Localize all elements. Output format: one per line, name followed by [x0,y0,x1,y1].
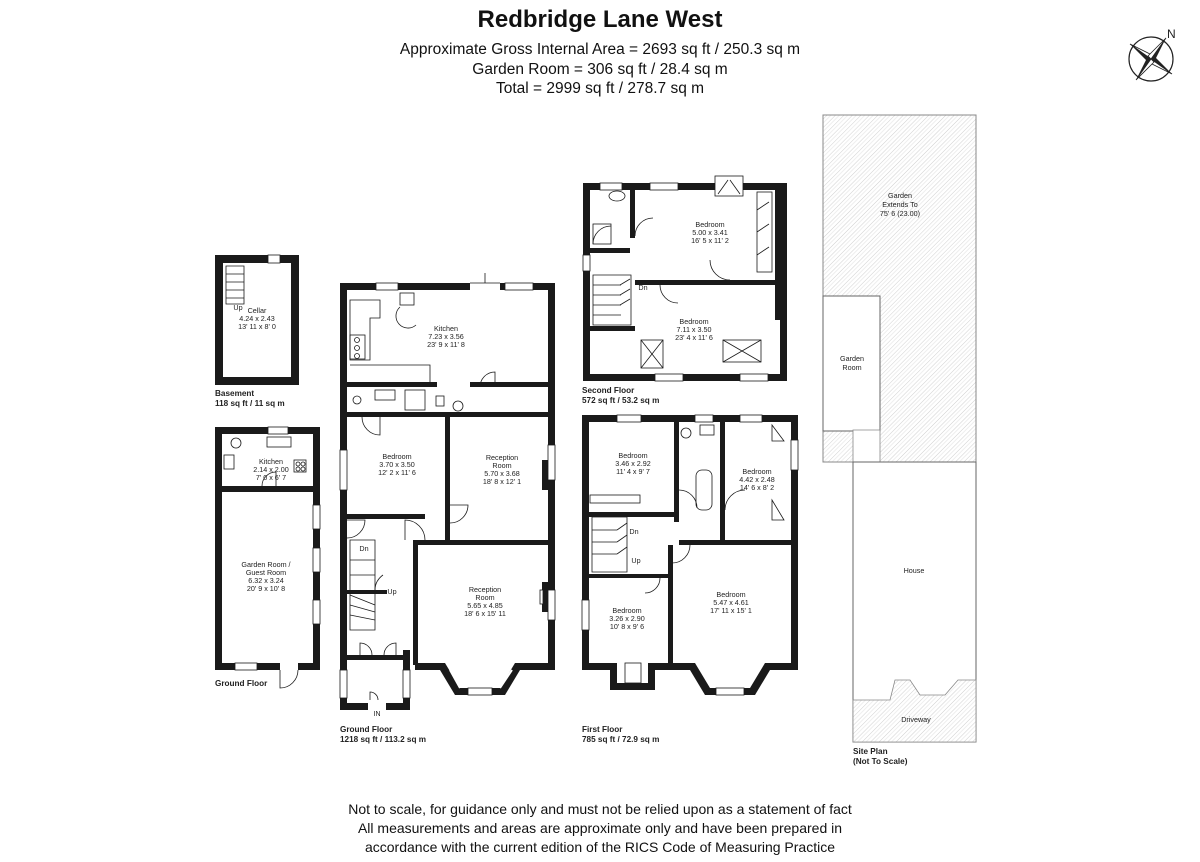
site-garden-line1: Garden [888,191,912,200]
page-title: Redbridge Lane West [477,6,723,33]
first-floor-area: 785 sq ft / 72.9 sq m [582,735,659,744]
g-bedroom-name: Bedroom [382,452,411,461]
second-floor-plan: Dn Bedroom 5.00 x 3.41 16' 5 x 11' 2 Bed… [582,175,787,382]
outbuilding-label: Ground Floor [215,679,268,688]
reception1-name2: Room [492,461,511,470]
s-bedroom1-imperial: 16' 5 x 11' 2 [691,236,729,245]
cellar-name: Cellar [248,306,267,315]
reception1-metric: 5.70 x 3.68 [484,469,520,478]
f-bedroom4-imperial: 10' 8 x 9' 6 [610,622,644,631]
kitchen-metric: 7.23 x 3.56 [428,332,464,341]
disclaimer-line1: Not to scale, for guidance only and must… [348,801,852,817]
disclaimer: Not to scale, for guidance only and must… [0,800,1200,857]
second-stair-down: Dn [638,283,647,292]
gardenroom-imperial: 20' 9 x 10' 8 [247,584,285,593]
second-floor-area: 572 sq ft / 53.2 sq m [582,396,659,405]
first-floor-label: First Floor [582,725,623,734]
first-stair-up: Up [631,556,640,565]
second-floor-label: Second Floor [582,386,635,395]
s-bedroom2-imperial: 23' 4 x 11' 6 [675,333,713,342]
basement-area: 118 sq ft / 11 sq m [215,399,285,408]
f-bedroom2-metric: 4.42 x 2.48 [739,475,775,484]
f-bedroom4-metric: 3.26 x 2.90 [609,614,645,623]
total-area-line: Total = 2999 sq ft / 278.7 sq m [495,80,705,97]
gross-area-line: Approximate Gross Internal Area = 2693 s… [399,41,801,58]
f-bedroom2-name: Bedroom [742,467,771,476]
gardenroom-metric: 6.32 x 3.24 [248,576,284,585]
g-bedroom-imperial: 12' 2 x 11' 6 [378,468,416,477]
f-bedroom4-name: Bedroom [612,606,641,615]
s-bedroom1-name: Bedroom [695,220,724,229]
f-bedroom3-imperial: 17' 11 x 15' 1 [710,606,752,615]
first-stair-down: Dn [629,527,638,536]
site-garden-line2: Extends To [882,200,917,209]
disclaimer-line3: accordance with the current edition of t… [364,839,836,855]
s-bedroom2-name: Bedroom [679,317,708,326]
basement-label: Basement [215,389,254,398]
site-driveway: Driveway [901,715,931,724]
reception1-name1: Reception [486,453,518,462]
basement-plan: Up Cellar 4.24 x 2.43 13' 11 x 8' 0 [215,254,299,385]
gardenroom-name1: Garden Room / [241,560,290,569]
f-bedroom1-metric: 3.46 x 2.92 [615,459,651,468]
site-house: House [904,566,925,575]
f-bedroom3-name: Bedroom [716,590,745,599]
outkitchen-imperial: 7' 0 x 6' 7 [256,473,286,482]
site-gardenroom-line2: Room [842,363,861,372]
ground-floor-label: Ground Floor [340,725,393,734]
site-garden-line3: 75' 6 (23.00) [880,209,920,218]
ground-floor-area: 1218 sq ft / 113.2 sq m [340,735,426,744]
basement-stair-up: Up [233,303,242,312]
garden-room-area-line: Garden Room = 306 sq ft / 28.4 sq m [472,61,728,78]
site-plan: Garden Extends To 75' 6 (23.00) Garden R… [822,114,977,743]
outkitchen-metric: 2.14 x 2.00 [253,465,289,474]
ground-stair-down: Dn [359,544,368,553]
f-bedroom1-name: Bedroom [618,451,647,460]
entrance-label: IN [374,711,381,718]
cellar-imperial: 13' 11 x 8' 0 [238,322,276,331]
compass-north-label: N [1167,27,1176,41]
reception1-imperial: 18' 8 x 12' 1 [483,477,521,486]
f-bedroom3-metric: 5.47 x 4.61 [713,598,749,607]
outkitchen-name: Kitchen [259,457,283,466]
f-bedroom2-imperial: 14' 6 x 8' 2 [740,483,774,492]
f-bedroom1-imperial: 11' 4 x 9' 7 [616,467,650,476]
g-bedroom-metric: 3.70 x 3.50 [379,460,415,469]
kitchen-imperial: 23' 9 x 11' 8 [427,340,465,349]
cellar-metric: 4.24 x 2.43 [239,314,275,323]
s-bedroom2-metric: 7.11 x 3.50 [676,325,711,334]
outbuilding-plan: Kitchen 2.14 x 2.00 7' 0 x 6' 7 Garden R… [215,426,321,689]
site-plan-label: Site Plan [853,747,888,756]
compass-icon: N [1128,27,1176,82]
first-floor-plan: Dn Up Bedroom 3.46 x 2.92 11' 4 x 9' 7 B… [581,414,799,696]
gardenroom-name2: Guest Room [246,568,286,577]
site-plan-note: (Not To Scale) [853,757,908,766]
reception2-metric: 5.65 x 4.85 [467,601,503,610]
reception2-name1: Reception [469,585,501,594]
reception2-name2: Room [475,593,494,602]
s-bedroom1-metric: 5.00 x 3.41 [692,228,728,237]
disclaimer-line2: All measurements and areas are approxima… [357,820,843,836]
site-gardenroom-line1: Garden [840,354,864,363]
reception2-imperial: 18' 6 x 15' 11 [464,609,506,618]
ground-floor-plan: IN Dn Up Kitchen 7.23 x 3.56 2 [339,273,556,718]
kitchen-name: Kitchen [434,324,458,333]
ground-stair-up: Up [387,587,396,596]
